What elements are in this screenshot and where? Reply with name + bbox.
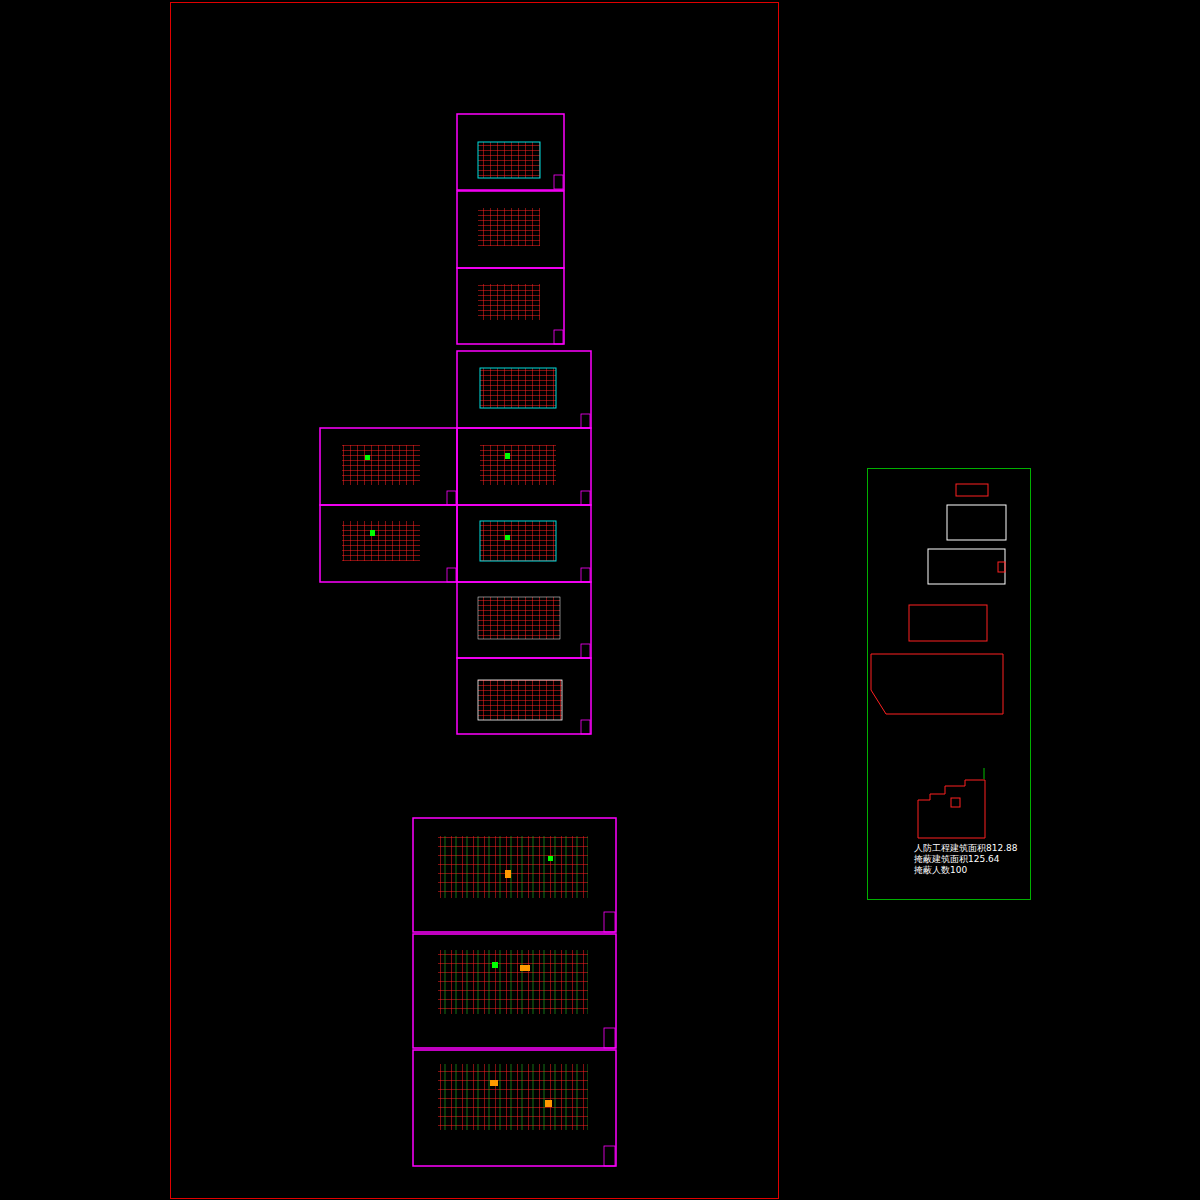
area-note: 掩蔽人数100: [914, 865, 1018, 876]
info-frame: 人防工程建筑面积812.88掩蔽建筑面积125.64掩蔽人数100: [867, 468, 1031, 900]
sheet-border: [171, 3, 779, 1199]
area-note: 人防工程建筑面积812.88: [914, 843, 1018, 854]
drawing-frames: [320, 114, 616, 1166]
area-note: 掩蔽建筑面积125.64: [914, 854, 1018, 865]
site-sketches: [871, 484, 1006, 838]
floor-plans: [342, 142, 615, 1166]
